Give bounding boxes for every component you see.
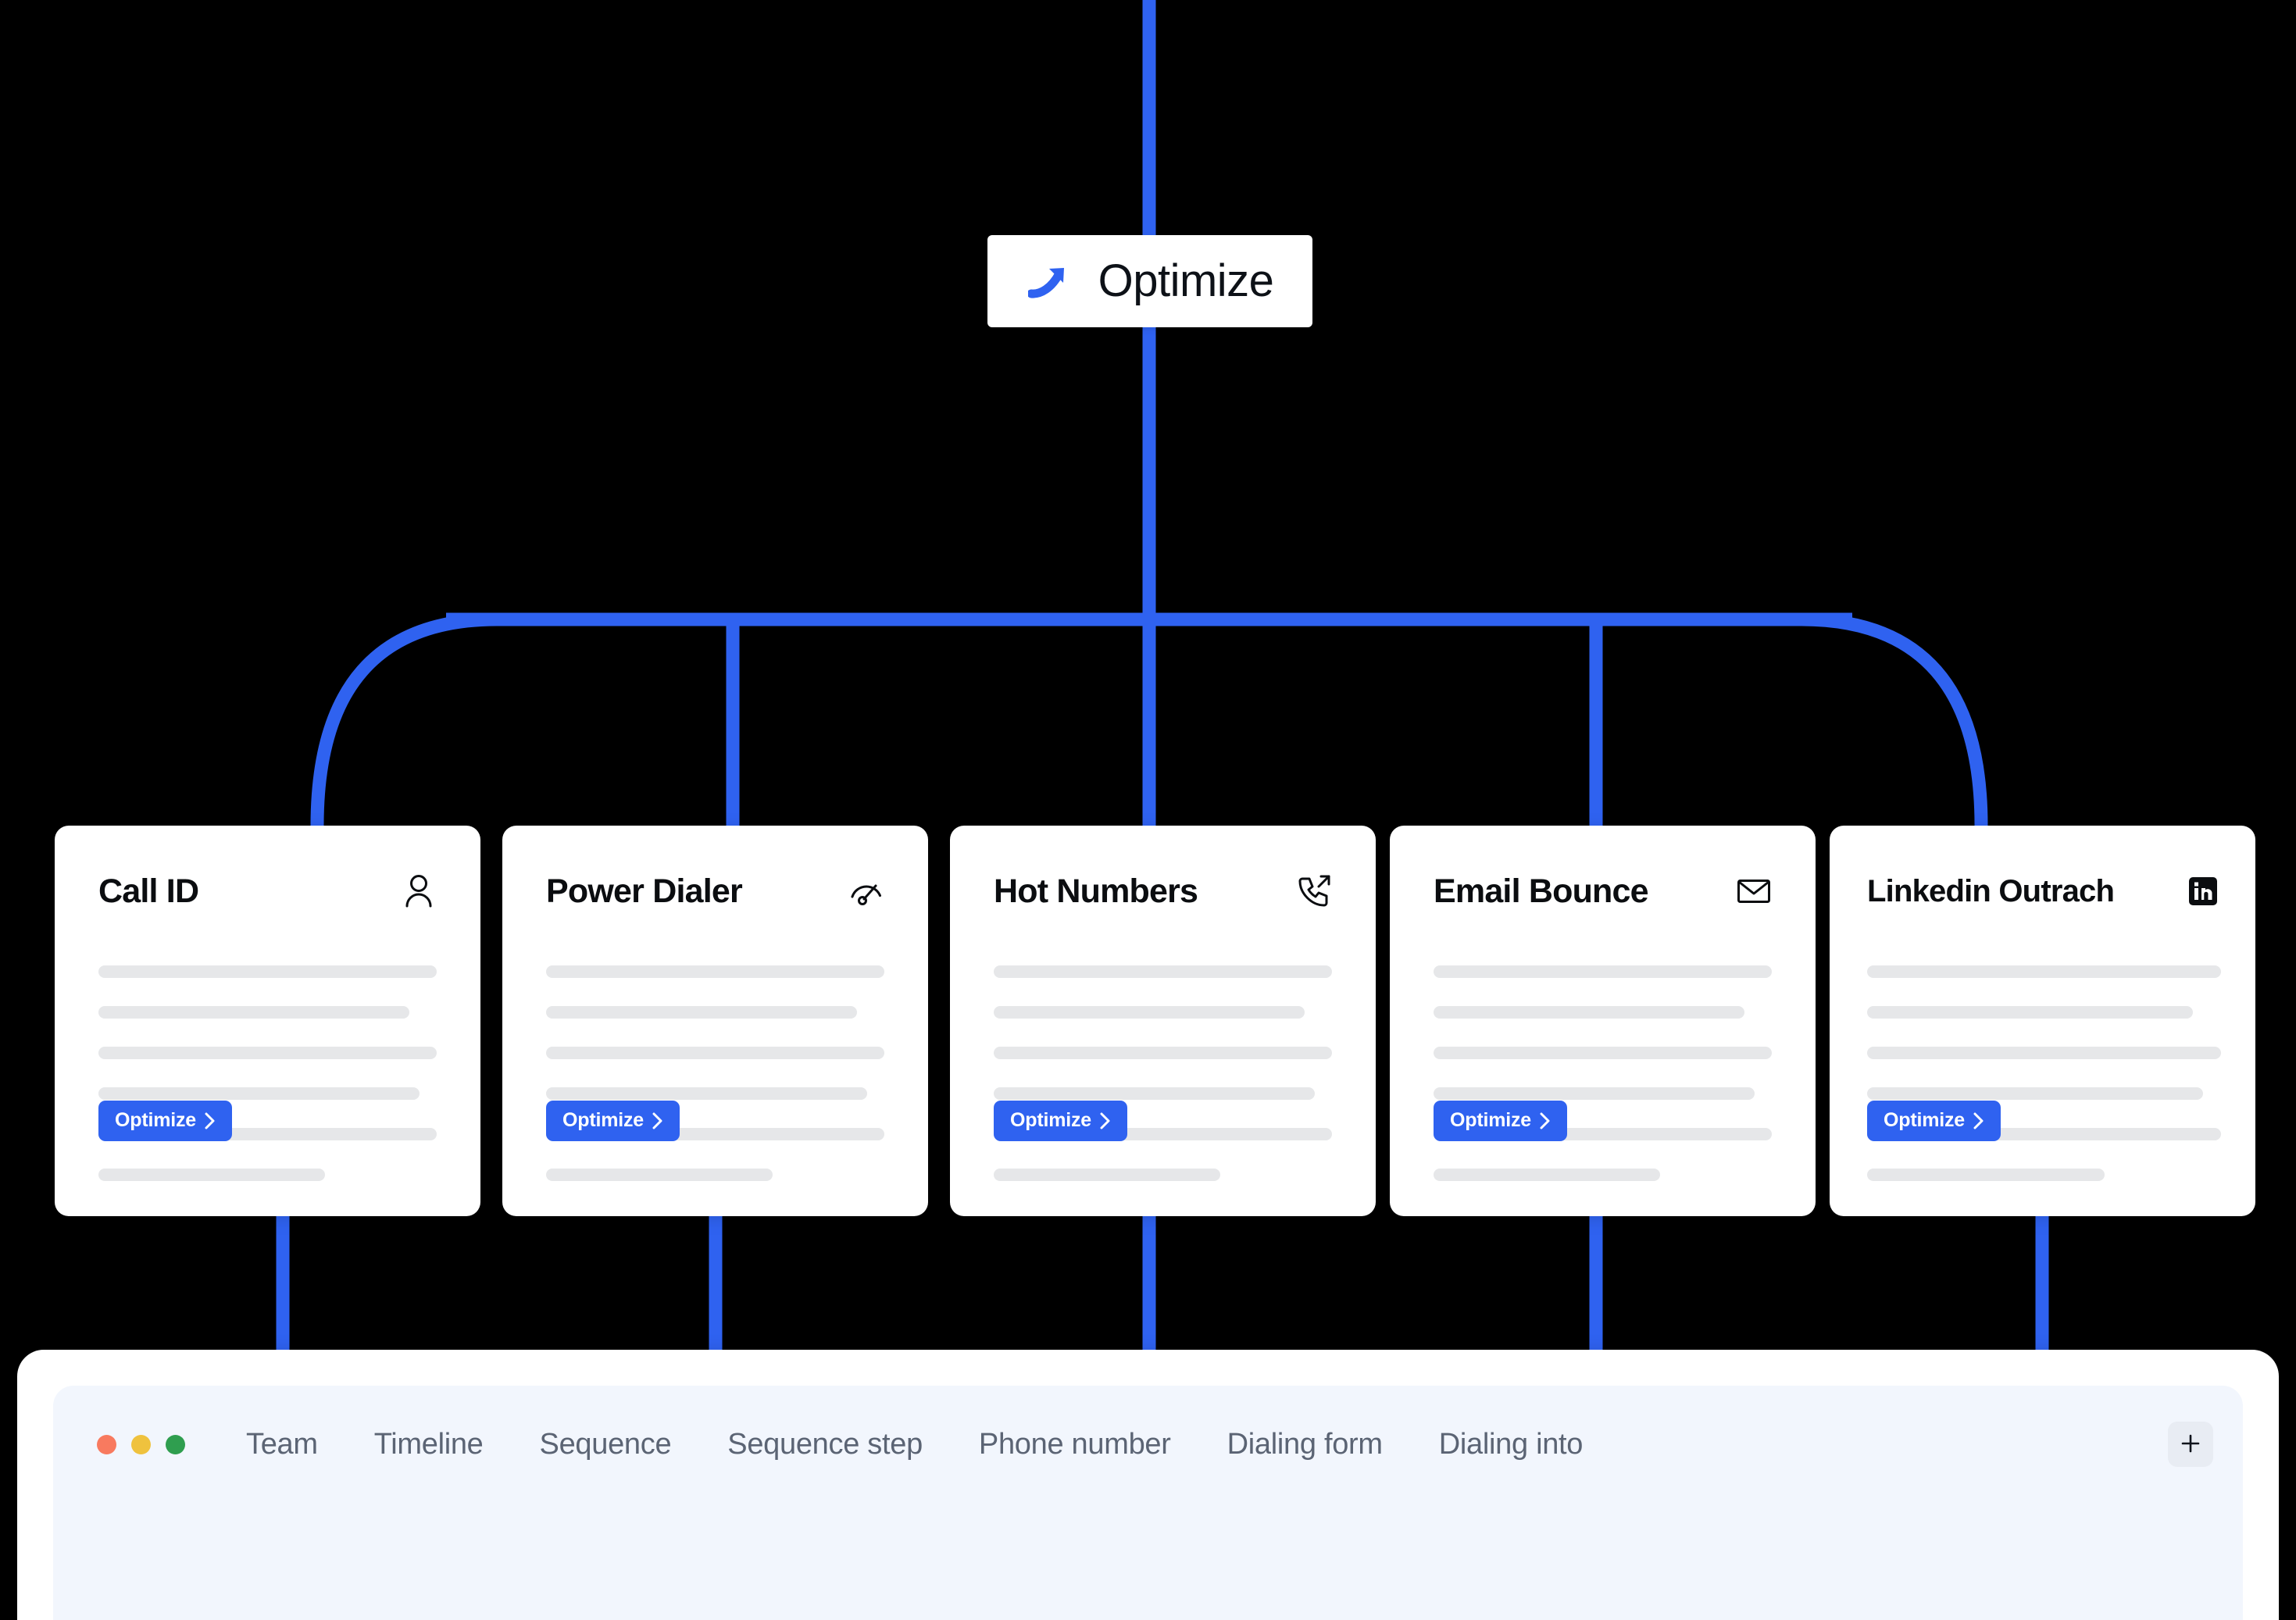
card-linkedin-outreach[interactable]: Linkedin Outrach Optimize (1830, 826, 2255, 1216)
linkedin-icon (2185, 873, 2221, 909)
optimize-root-label: Optimize (1098, 255, 1274, 306)
tab-sequence-step[interactable]: Sequence step (727, 1427, 923, 1461)
skeleton-line (994, 965, 1332, 978)
card-header: Email Bounce (1434, 863, 1772, 919)
skeleton-line (994, 1006, 1305, 1019)
optimize-button[interactable]: Optimize (98, 1101, 232, 1141)
skeleton-line (1867, 1169, 2105, 1181)
card-title: Hot Numbers (994, 872, 1198, 910)
skeleton-line (1434, 1006, 1745, 1019)
chevron-right-icon (652, 1112, 663, 1129)
upward-curved-arrow-icon (1027, 261, 1077, 302)
user-icon (401, 873, 437, 909)
optimize-button[interactable]: Optimize (1867, 1101, 2001, 1141)
add-tab-button[interactable] (2168, 1422, 2213, 1467)
card-title: Email Bounce (1434, 872, 1649, 910)
tab-list: Team Timeline Sequence Sequence step Pho… (246, 1428, 2168, 1461)
chevron-right-icon (205, 1112, 216, 1129)
optimize-button[interactable]: Optimize (994, 1101, 1127, 1141)
tab-team[interactable]: Team (246, 1427, 318, 1461)
card-title: Linkedin Outrach (1867, 873, 2115, 908)
card-power-dialer[interactable]: Power Dialer Optimize (502, 826, 928, 1216)
skeleton-line (546, 1047, 884, 1059)
card-header: Power Dialer (546, 863, 884, 919)
card-email-bounce[interactable]: Email Bounce Optimize (1390, 826, 1816, 1216)
optimize-button[interactable]: Optimize (1434, 1101, 1567, 1141)
optimize-button[interactable]: Optimize (546, 1101, 680, 1141)
chevron-right-icon (1540, 1112, 1551, 1129)
skeleton-lines (1867, 965, 2221, 1181)
browser-tabbar: Team Timeline Sequence Sequence step Pho… (53, 1386, 2243, 1503)
skeleton-line (546, 1087, 868, 1100)
skeleton-lines (994, 965, 1332, 1181)
optimize-button-label: Optimize (1010, 1109, 1091, 1131)
skeleton-line (1867, 1006, 2193, 1019)
tab-sequence[interactable]: Sequence (539, 1427, 672, 1461)
tab-phone-number[interactable]: Phone number (978, 1427, 1171, 1461)
skeleton-lines (1434, 965, 1772, 1181)
card-header: Hot Numbers (994, 863, 1332, 919)
maximize-window-button[interactable] (166, 1434, 185, 1454)
skeleton-line (98, 1087, 420, 1100)
skeleton-line (98, 965, 437, 978)
browser-panel: Team Timeline Sequence Sequence step Pho… (53, 1386, 2243, 1620)
skeleton-line (1867, 1087, 2204, 1100)
browser-window-frame: Team Timeline Sequence Sequence step Pho… (17, 1350, 2279, 1620)
card-title: Call ID (98, 872, 199, 910)
card-title: Power Dialer (546, 872, 743, 910)
chevron-right-icon (1100, 1112, 1111, 1129)
card-call-id[interactable]: Call ID Optimize (55, 826, 480, 1216)
phone-outgoing-icon (1296, 873, 1332, 909)
skeleton-line (994, 1087, 1316, 1100)
optimize-root-node[interactable]: Optimize (987, 235, 1312, 327)
skeleton-line (1434, 1047, 1772, 1059)
close-window-button[interactable] (97, 1434, 116, 1454)
skeleton-line (1434, 965, 1772, 978)
skeleton-lines (98, 965, 437, 1181)
skeleton-line (994, 1169, 1221, 1181)
skeleton-line (1434, 1087, 1755, 1100)
chevron-right-icon (1973, 1112, 1984, 1129)
envelope-icon (1736, 873, 1772, 909)
skeleton-lines (546, 965, 884, 1181)
skeleton-line (1867, 1047, 2221, 1059)
tab-dialing-form[interactable]: Dialing form (1227, 1427, 1383, 1461)
skeleton-line (1867, 965, 2221, 978)
window-controls (97, 1434, 185, 1454)
minimize-window-button[interactable] (131, 1434, 151, 1454)
card-header: Linkedin Outrach (1867, 863, 2221, 919)
card-header: Call ID (98, 863, 437, 919)
plus-icon (2180, 1433, 2201, 1456)
skeleton-line (98, 1047, 437, 1059)
skeleton-line (994, 1047, 1332, 1059)
optimize-button-label: Optimize (1884, 1109, 1965, 1131)
skeleton-line (546, 1169, 773, 1181)
card-hot-numbers[interactable]: Hot Numbers Optimize (950, 826, 1376, 1216)
optimize-button-label: Optimize (115, 1109, 196, 1131)
tab-timeline[interactable]: Timeline (373, 1427, 484, 1461)
skeleton-line (546, 1006, 858, 1019)
skeleton-line (98, 1169, 326, 1181)
optimize-button-label: Optimize (1450, 1109, 1531, 1131)
connector-bus-to-card-1 (310, 612, 498, 826)
tab-dialing-into[interactable]: Dialing into (1438, 1427, 1584, 1461)
skeleton-line (98, 1006, 410, 1019)
optimize-button-label: Optimize (562, 1109, 644, 1131)
skeleton-line (546, 965, 884, 978)
gauge-icon (848, 873, 884, 909)
connector-bus-to-card-5 (1801, 612, 1988, 826)
skeleton-line (1434, 1169, 1661, 1181)
